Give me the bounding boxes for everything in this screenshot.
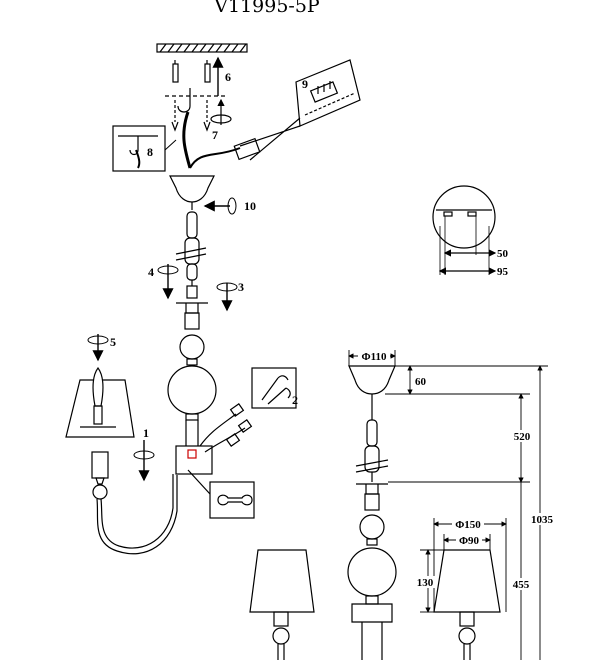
assembled-canopy <box>348 365 396 395</box>
ceiling-mount <box>156 43 248 132</box>
right-shade <box>433 549 501 613</box>
exploded-column <box>167 175 217 475</box>
chain-link <box>186 211 198 239</box>
canopy <box>169 175 215 203</box>
dim-bracket-inner: 50 <box>497 248 509 260</box>
dim-shade-height: 130 <box>417 577 434 589</box>
terminal-block-detail <box>233 59 361 161</box>
pliers-detail <box>251 367 297 409</box>
rotate-step-7 <box>210 98 232 125</box>
exploded-shade <box>65 366 135 438</box>
exploded-arm <box>91 451 178 555</box>
left-shade <box>249 549 315 613</box>
wire-connectors <box>187 403 253 459</box>
ceiling-hatch <box>156 43 248 53</box>
glass-sphere <box>167 365 217 415</box>
dim-chain-length: 520 <box>514 431 531 443</box>
assembled-lamp <box>249 365 501 660</box>
dim-total-height: 1035 <box>531 514 554 526</box>
model-title: V11995-5P <box>213 0 320 17</box>
bracket-detail <box>432 185 497 275</box>
step-1-label: 1 <box>143 426 149 440</box>
dim-bracket-outer: 95 <box>497 266 509 278</box>
ceiling-hook <box>177 88 191 113</box>
step-5-label: 5 <box>110 335 116 349</box>
dim-shade-top: Φ90 <box>459 535 480 547</box>
dim-canopy-diameter: Φ110 <box>361 351 387 363</box>
step-3-label: 3 <box>238 280 244 294</box>
step-2-label: 2 <box>292 393 298 407</box>
upper-ball <box>179 334 205 360</box>
step-7-label: 7 <box>212 128 218 142</box>
wall-anchor-left <box>172 63 179 83</box>
dim-shade-bottom: Φ150 <box>455 519 481 531</box>
step-8-label: 8 <box>147 145 153 159</box>
hook-detail <box>112 125 166 172</box>
dim-canopy-height: 60 <box>415 376 427 388</box>
step-9-label: 9 <box>302 77 308 91</box>
wall-anchor-right <box>204 63 211 83</box>
step-6-label: 6 <box>225 70 231 84</box>
power-wire <box>182 111 192 169</box>
step-4-label: 4 <box>148 265 154 279</box>
step-10-label: 10 <box>244 199 256 213</box>
dim-lower-height: 455 <box>513 579 530 591</box>
feed-wire <box>189 147 241 169</box>
wrench-detail <box>187 469 255 519</box>
